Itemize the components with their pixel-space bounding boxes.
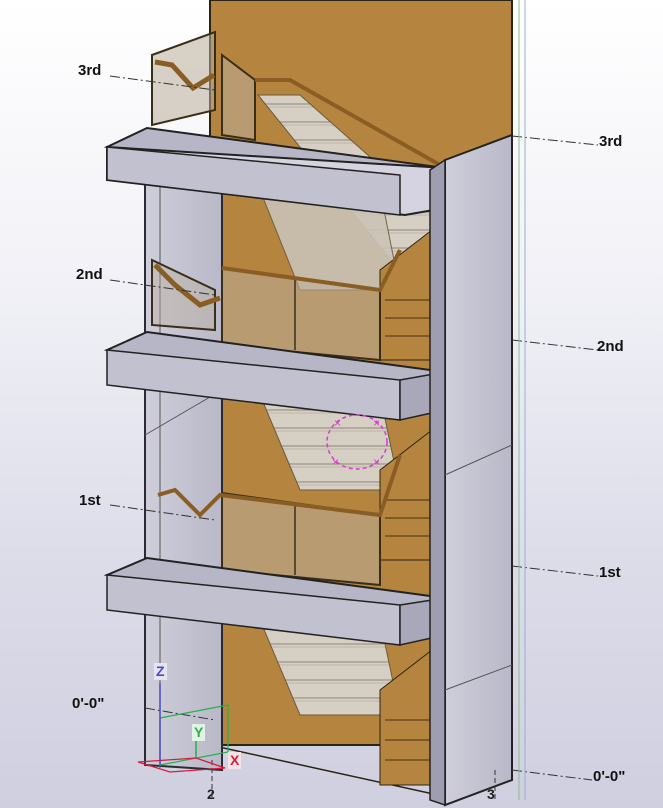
right-column[interactable] bbox=[429, 133, 513, 807]
level-line-2nd-right bbox=[511, 339, 599, 351]
svg-text:×: × bbox=[373, 455, 380, 469]
svg-text:×: × bbox=[334, 416, 341, 430]
grid-label-right: 3 bbox=[487, 786, 495, 802]
level-line-0-left bbox=[144, 707, 216, 721]
selection-highlight[interactable]: × × × × bbox=[326, 414, 388, 470]
level-label-left-2nd: 2nd bbox=[76, 266, 103, 283]
level-line-3rd-right bbox=[511, 135, 599, 146]
stair-flight-lower[interactable] bbox=[259, 619, 433, 786]
z-axis-label: Z bbox=[154, 663, 167, 680]
guardrail-3rd[interactable] bbox=[151, 30, 441, 167]
guardrail-1st[interactable] bbox=[157, 454, 402, 587]
level-label-left-0: 0'-0" bbox=[72, 695, 105, 712]
slab-3rd[interactable] bbox=[103, 126, 446, 217]
stair-flight-middle[interactable] bbox=[259, 394, 433, 561]
grid-label-left: 2 bbox=[207, 786, 215, 802]
level-label-right-0: 0'-0" bbox=[593, 768, 626, 785]
level-line-0-right bbox=[511, 769, 593, 781]
level-label-left-1st: 1st bbox=[79, 492, 101, 509]
level-label-right-3rd: 3rd bbox=[599, 133, 623, 150]
svg-text:×: × bbox=[373, 416, 380, 430]
guardrail-2nd[interactable] bbox=[151, 249, 402, 362]
y-axis-label: Y bbox=[192, 724, 206, 741]
level-label-left-3rd: 3rd bbox=[78, 62, 102, 79]
level-label-right-2nd: 2nd bbox=[597, 338, 624, 355]
svg-text:×: × bbox=[332, 455, 339, 469]
level-label-right-1st: 1st bbox=[599, 564, 621, 581]
x-axis-label: X bbox=[228, 752, 242, 769]
level-line-1st-right bbox=[511, 565, 599, 577]
